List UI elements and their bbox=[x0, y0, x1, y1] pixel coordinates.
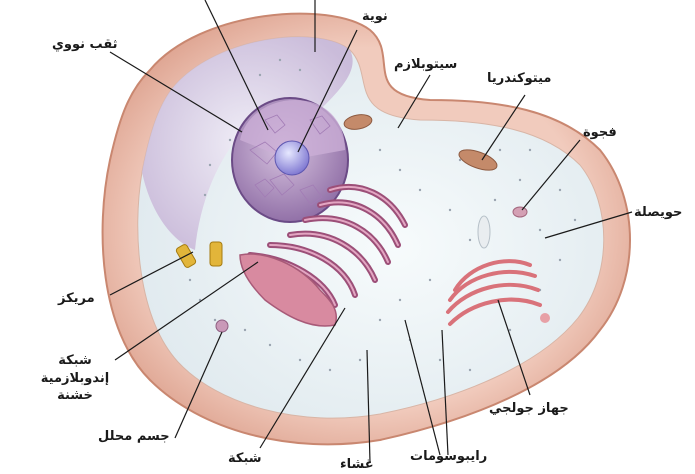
membrane-label: غشاء bbox=[340, 457, 374, 472]
nucleolus-label: نوية bbox=[362, 9, 388, 24]
mitochondria bbox=[343, 114, 498, 171]
centrosome-label: مريكز bbox=[58, 291, 95, 306]
mitochondria-label: ميتوكندريا bbox=[487, 71, 552, 86]
nuclear-pore-label: ثقب نووي bbox=[52, 37, 118, 52]
smooth-er-label: شبكة bbox=[228, 451, 262, 466]
ribosomes-label: رايبوسومات bbox=[410, 449, 488, 464]
lysosome bbox=[215, 319, 229, 333]
golgi-vesicle bbox=[540, 313, 550, 323]
cut-section-region bbox=[142, 36, 353, 250]
nucleolus bbox=[274, 140, 310, 176]
nucleus-cut-face bbox=[240, 100, 345, 160]
vacuole-label: فجوة bbox=[583, 125, 617, 140]
rough-er-highlight bbox=[249, 185, 406, 306]
label-leader-lines bbox=[109, 0, 633, 463]
cytoplasm-label: سيتوبلازم bbox=[394, 57, 458, 72]
golgi-label: جهاز جولجي bbox=[489, 401, 569, 416]
golgi-apparatus bbox=[446, 259, 542, 326]
vacuole-2 bbox=[477, 215, 491, 249]
vacuole bbox=[512, 206, 528, 218]
ribosome-dots bbox=[188, 58, 577, 372]
rough-er-label: شبكة إندوبلازمية خشنة bbox=[40, 353, 110, 404]
lysosome-label: جسم محلل bbox=[98, 429, 170, 444]
vesicle-label: حويصلة bbox=[634, 205, 683, 220]
